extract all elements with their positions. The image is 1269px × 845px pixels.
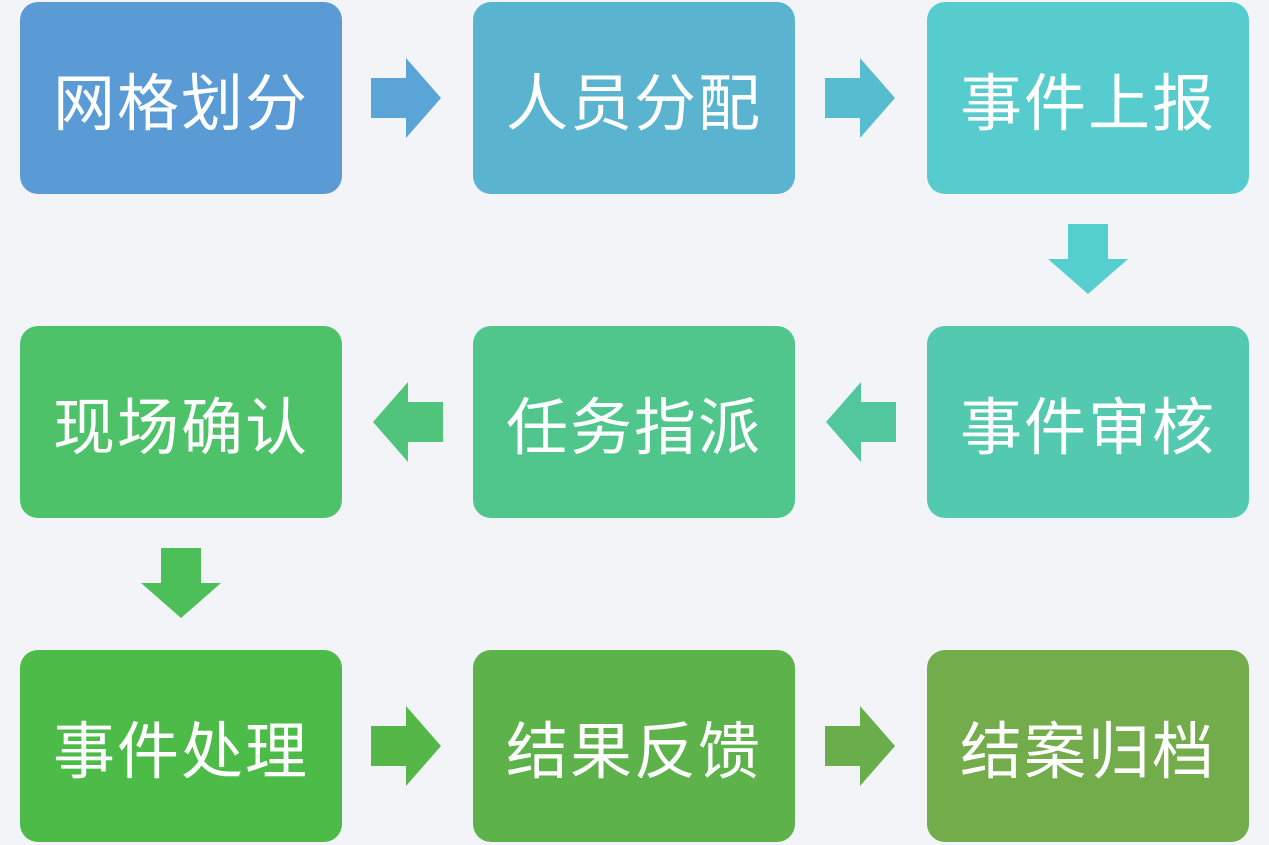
step-result-feedback: 结果反馈 (473, 650, 795, 842)
step-label: 现场确认 (52, 391, 309, 464)
step-task-dispatch: 任务指派 (473, 326, 795, 518)
step-onsite-confirmation: 现场确认 (20, 326, 342, 518)
step-event-handling: 事件处理 (20, 650, 342, 842)
arrow-right-icon (825, 58, 895, 138)
step-grid-division: 网格划分 (20, 2, 342, 194)
step-label: 事件处理 (52, 715, 309, 788)
arrow-down-icon (141, 548, 221, 618)
arrow-shape (371, 706, 441, 786)
arrow-shape (825, 58, 895, 138)
arrow-shape (371, 58, 441, 138)
step-event-report: 事件上报 (927, 2, 1249, 194)
arrow-shape (825, 706, 895, 786)
step-label: 事件上报 (959, 67, 1216, 140)
arrow-shape (1048, 224, 1128, 294)
step-event-review: 事件审核 (927, 326, 1249, 518)
arrow-shape (373, 382, 443, 462)
step-label: 结果反馈 (505, 715, 762, 788)
step-label: 网格划分 (52, 67, 309, 140)
arrow-right-icon (371, 706, 441, 786)
arrow-right-icon (825, 706, 895, 786)
arrow-shape (141, 548, 221, 618)
arrow-right-icon (371, 58, 441, 138)
arrow-down-icon (1048, 224, 1128, 294)
step-label: 任务指派 (505, 391, 762, 464)
arrow-shape (826, 382, 896, 462)
step-label: 结案归档 (959, 715, 1216, 788)
arrow-left-icon (373, 382, 443, 462)
step-case-closure: 结案归档 (927, 650, 1249, 842)
step-staff-assignment: 人员分配 (473, 2, 795, 194)
step-label: 事件审核 (959, 391, 1216, 464)
step-label: 人员分配 (505, 67, 762, 140)
arrow-left-icon (826, 382, 896, 462)
